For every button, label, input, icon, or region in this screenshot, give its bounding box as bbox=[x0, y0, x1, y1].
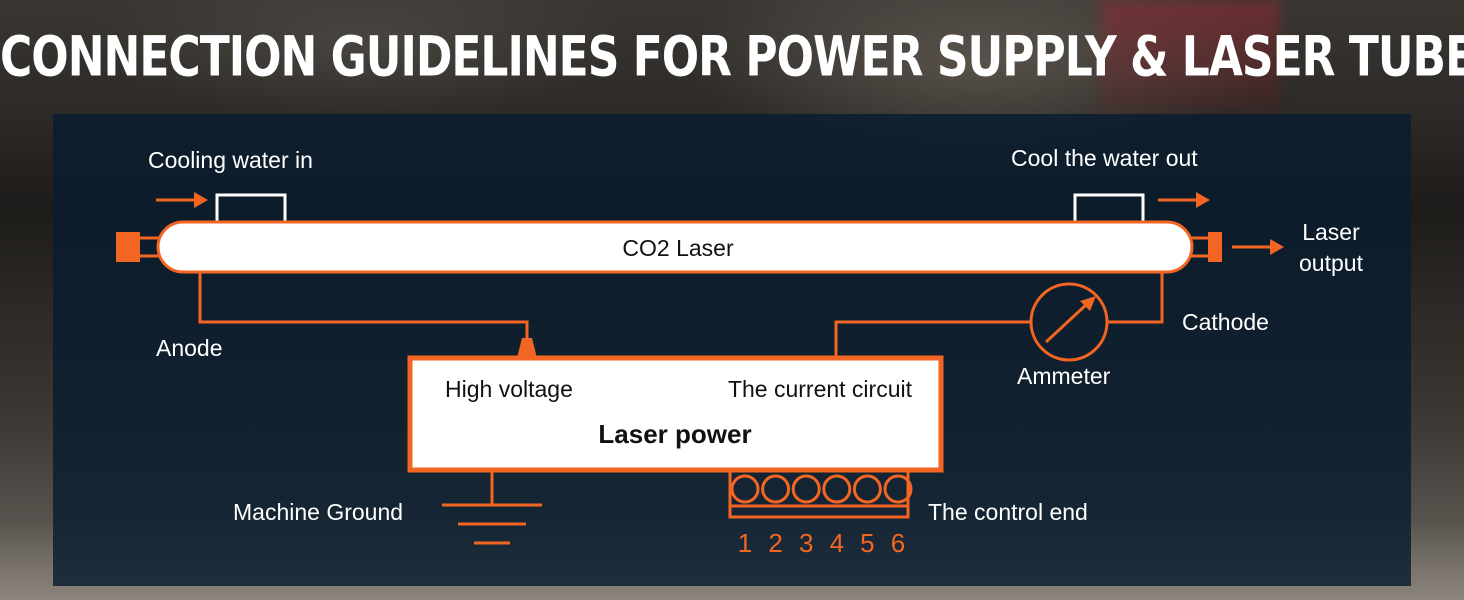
terminal-5 bbox=[852, 474, 882, 504]
cathode-wire bbox=[1108, 272, 1164, 324]
laser-output-label-line1: Laser bbox=[1302, 219, 1360, 245]
ammeter-label: Ammeter bbox=[1017, 363, 1111, 389]
machine-ground-label: Machine Ground bbox=[233, 499, 403, 525]
cooling-in-pipe bbox=[215, 193, 287, 222]
terminal-number: 6 bbox=[891, 528, 905, 558]
terminal-number: 5 bbox=[860, 528, 874, 558]
tube-label: CO2 Laser bbox=[622, 235, 734, 261]
background-red-machine bbox=[1100, 0, 1280, 110]
terminal-6 bbox=[883, 474, 913, 504]
terminal-number: 4 bbox=[830, 528, 844, 558]
terminal-3 bbox=[791, 474, 821, 504]
current-circuit-label: The current circuit bbox=[728, 376, 913, 402]
laser-power-label: Laser power bbox=[598, 419, 751, 449]
terminal-4 bbox=[822, 474, 852, 504]
terminal-number: 1 bbox=[738, 528, 752, 558]
control-end-label: The control end bbox=[928, 499, 1088, 525]
laser-output-label-line2: output bbox=[1299, 250, 1364, 276]
cooling-out-pipe bbox=[1073, 193, 1145, 222]
cathode-label: Cathode bbox=[1182, 309, 1269, 335]
ground-icon bbox=[442, 503, 542, 545]
arrow-right-icon bbox=[1232, 239, 1284, 255]
cooling-water-in-label: Cooling water in bbox=[148, 147, 313, 173]
co2-laser-tube bbox=[156, 220, 1194, 274]
arrow-right-icon bbox=[1158, 192, 1210, 208]
terminal-1 bbox=[730, 474, 760, 504]
anode-wire bbox=[198, 272, 529, 340]
cooling-water-out-label: Cool the water out bbox=[1011, 145, 1198, 171]
page-title: CONNECTION GUIDELINES FOR POWER SUPPLY &… bbox=[0, 25, 1464, 90]
terminal-2 bbox=[761, 474, 791, 504]
terminal-number: 3 bbox=[799, 528, 813, 558]
terminal-number: 2 bbox=[768, 528, 782, 558]
high-voltage-label: High voltage bbox=[445, 376, 573, 402]
anode-label: Anode bbox=[156, 335, 223, 361]
arrow-right-icon bbox=[156, 192, 208, 208]
current-circuit-wire bbox=[834, 320, 1030, 358]
tube-left-cap bbox=[116, 232, 164, 262]
laser-power-box bbox=[407, 355, 944, 473]
terminal-block-icon bbox=[728, 468, 913, 519]
ammeter-icon bbox=[1029, 282, 1109, 362]
high-voltage-connector bbox=[517, 338, 537, 358]
tube-right-cap bbox=[1188, 232, 1222, 262]
